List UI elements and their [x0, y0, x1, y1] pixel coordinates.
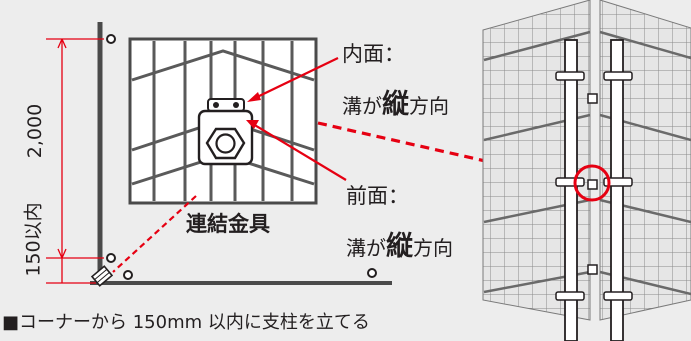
front-groove-post: 方向	[413, 236, 453, 260]
bolt-ground-left	[123, 270, 133, 280]
bolt-ground-right	[367, 268, 377, 278]
front-groove-pre: 溝が	[346, 236, 386, 260]
connector-detail-panel	[128, 37, 318, 205]
height-dimension-label: 2,000	[24, 103, 46, 159]
front-face-heading: 前面：	[346, 184, 409, 208]
dimension-height	[46, 38, 104, 259]
dimension-corner-gap	[46, 258, 96, 284]
left-elevation	[46, 22, 392, 287]
front-groove-dir: 縦	[386, 231, 413, 262]
inner-groove-post: 方向	[409, 94, 449, 118]
corner-connector-glyph	[90, 265, 114, 287]
inner-groove-dir: 縦	[382, 89, 409, 120]
caption: ■コーナーから 150mm 以内に支柱を立てる	[2, 312, 370, 333]
inner-groove-pre: 溝が	[342, 94, 382, 118]
bolt-top	[106, 34, 116, 44]
inner-face-groove-text: 溝が縦方向	[342, 82, 449, 121]
front-face-groove-text: 溝が縦方向	[346, 224, 453, 263]
dashed-link-to-corner	[112, 195, 197, 273]
highlight-ring	[573, 164, 611, 202]
inner-face-heading: 内面：	[342, 42, 405, 66]
post-right	[610, 39, 624, 341]
bolt-bottom	[106, 253, 116, 263]
callout-arrows	[246, 57, 347, 181]
clamp	[197, 98, 254, 166]
connector-title: 連結金具	[186, 212, 270, 236]
corner-gap-label: 150以内	[22, 202, 45, 277]
fence-illustration	[482, 0, 691, 341]
